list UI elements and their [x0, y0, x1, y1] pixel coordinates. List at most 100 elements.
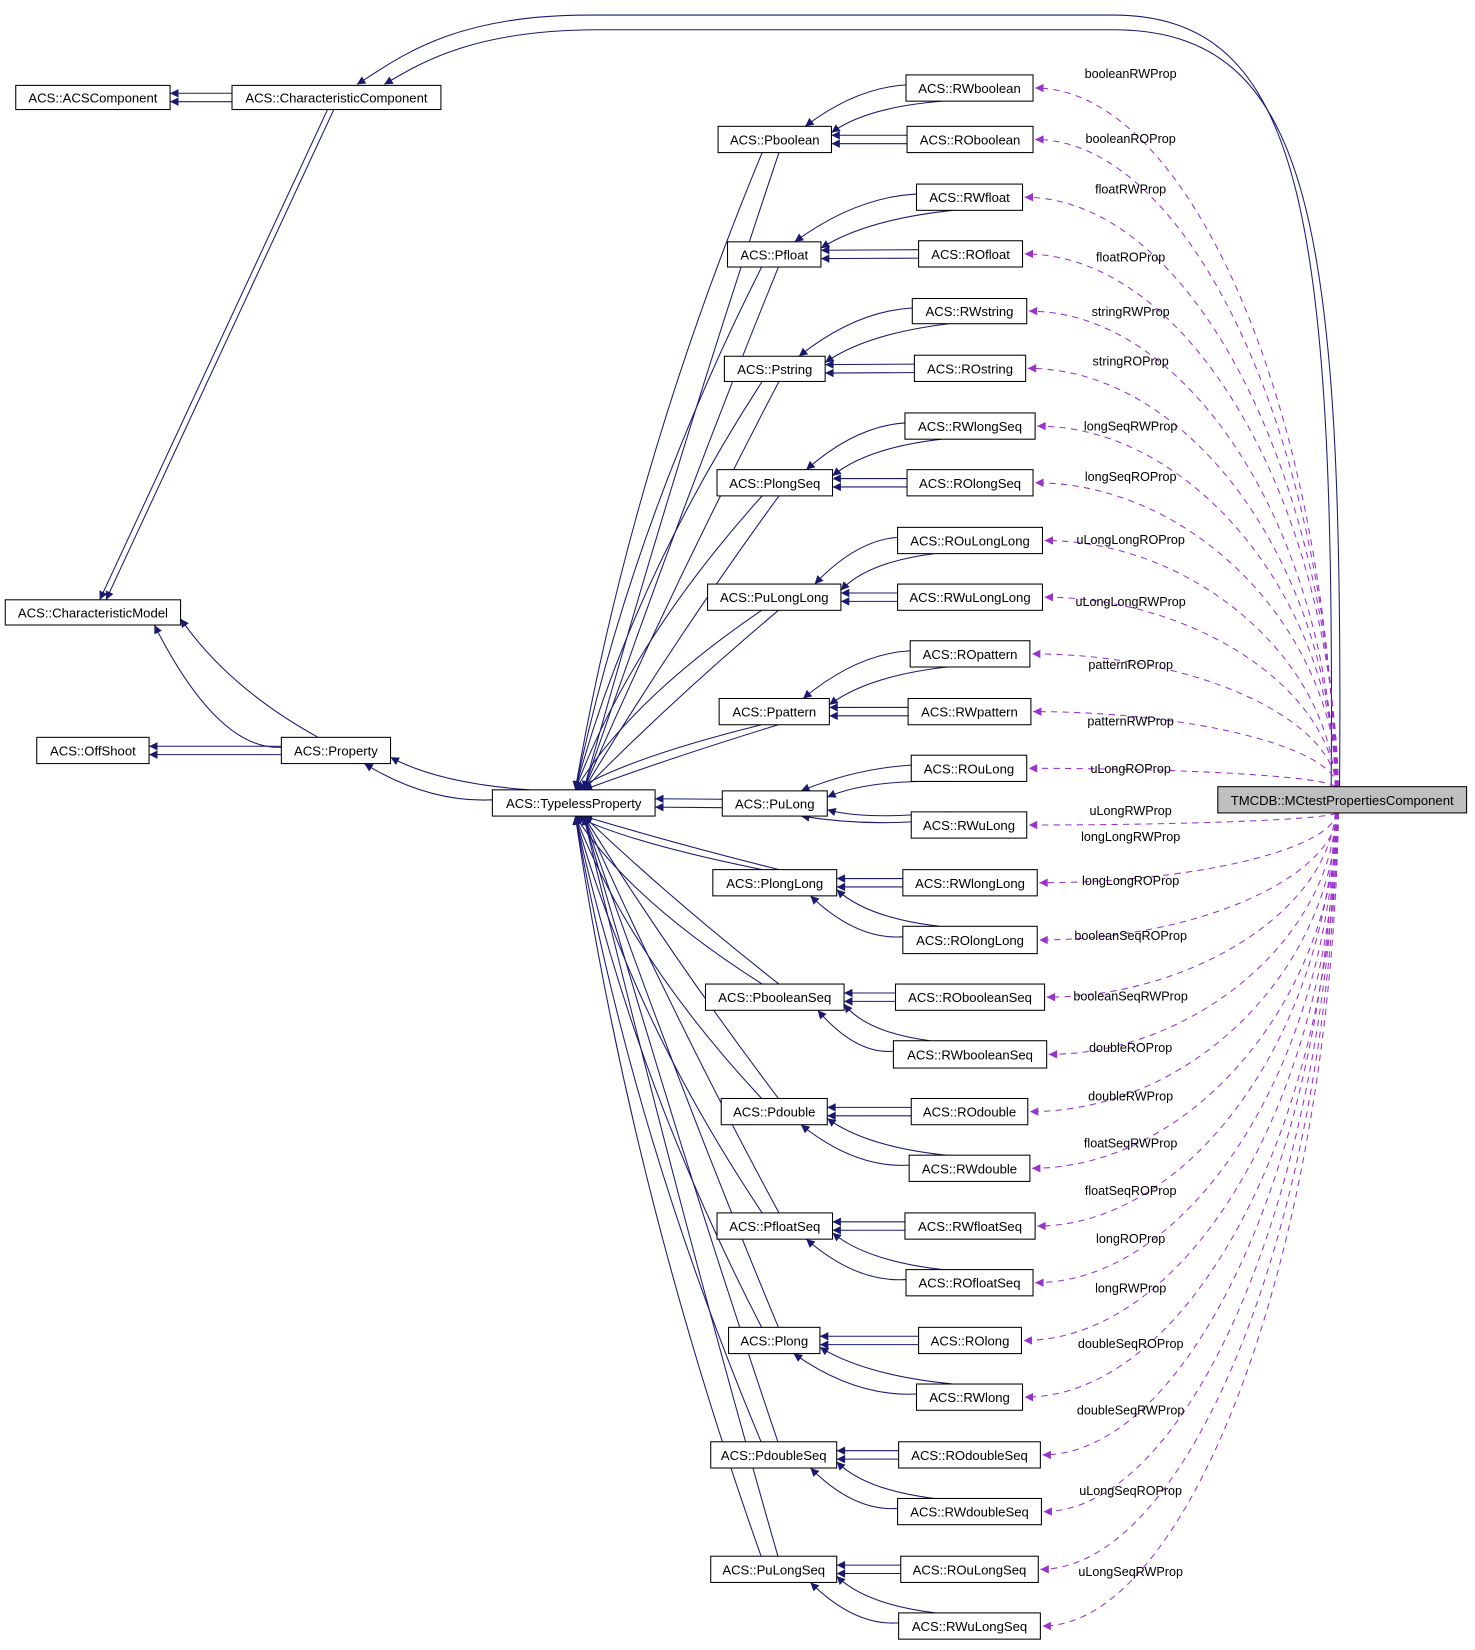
class-node[interactable]: ACS::ROlong: [918, 1326, 1023, 1355]
class-box[interactable]: [910, 754, 1028, 782]
class-box[interactable]: [898, 1441, 1041, 1469]
class-node[interactable]: ACS::Ppattern: [718, 697, 830, 726]
class-box[interactable]: [910, 811, 1028, 839]
class-box[interactable]: [491, 789, 656, 817]
class-node[interactable]: ACS::Pstring: [723, 355, 826, 382]
class-box[interactable]: [707, 583, 842, 611]
class-node[interactable]: ACS::Pboolean: [717, 125, 832, 154]
inheritance-edge: [832, 1232, 943, 1271]
class-box[interactable]: [897, 526, 1043, 555]
class-node[interactable]: ACS::RWfloat: [915, 183, 1024, 211]
class-box[interactable]: [720, 1097, 828, 1126]
class-node[interactable]: ACS::ROfloatSeq: [905, 1269, 1034, 1297]
class-node[interactable]: ACS::TypelessProperty: [491, 789, 656, 817]
class-box[interactable]: [892, 1040, 1048, 1069]
class-node[interactable]: ACS::RWbooleanSeq: [892, 1040, 1048, 1069]
class-box[interactable]: [898, 1612, 1041, 1640]
class-node[interactable]: ACS::ROboolean: [906, 125, 1034, 154]
class-node[interactable]: ACS::OffShoot: [36, 736, 150, 765]
class-node[interactable]: ACS::RWlong: [915, 1383, 1024, 1411]
class-box[interactable]: [897, 583, 1043, 611]
class-node[interactable]: ACS::CharacteristicModel: [4, 599, 182, 626]
class-node[interactable]: ACS::PuLongLong: [707, 583, 842, 611]
class-box[interactable]: [909, 640, 1031, 668]
class-node[interactable]: ACS::ROpattern: [909, 640, 1031, 668]
class-node[interactable]: ACS::RWuLongLong: [897, 583, 1043, 611]
class-node[interactable]: ACS::Plong: [728, 1326, 821, 1355]
class-box[interactable]: [911, 297, 1028, 325]
class-box[interactable]: [723, 355, 826, 382]
class-box[interactable]: [915, 1383, 1024, 1411]
class-node[interactable]: ACS::RWlongSeq: [904, 412, 1036, 440]
class-node[interactable]: ACS::RWdoubleSeq: [897, 1497, 1042, 1526]
class-box[interactable]: [728, 1326, 821, 1355]
class-box[interactable]: [907, 697, 1032, 726]
class-box[interactable]: [727, 241, 822, 268]
class-box[interactable]: [717, 125, 832, 154]
class-node[interactable]: ACS::Pfloat: [727, 241, 822, 268]
class-box[interactable]: [718, 697, 830, 726]
class-box[interactable]: [280, 736, 392, 765]
class-box[interactable]: [36, 736, 150, 765]
class-box[interactable]: [902, 869, 1038, 897]
class-box[interactable]: [905, 74, 1034, 102]
class-box[interactable]: [15, 84, 171, 111]
class-box[interactable]: [897, 1497, 1042, 1526]
class-node[interactable]: ACS::PuLongSeq: [710, 1555, 838, 1583]
class-box[interactable]: [710, 1555, 838, 1583]
class-node[interactable]: ACS::CharacteristicComponent: [231, 84, 442, 111]
usage-edge: [1024, 249, 1340, 787]
class-box[interactable]: [913, 354, 1027, 382]
class-node[interactable]: ACS::ROfloat: [918, 240, 1024, 268]
class-node[interactable]: ACS::PlongSeq: [716, 469, 834, 497]
class-node[interactable]: ACS::RWuLong: [910, 811, 1028, 839]
class-box[interactable]: [915, 183, 1024, 211]
class-node[interactable]: ACS::ROuLongLong: [897, 526, 1043, 555]
class-box[interactable]: [918, 1326, 1023, 1355]
class-node[interactable]: ACS::ROlongLong: [902, 925, 1038, 955]
class-node[interactable]: ACS::RWlongLong: [902, 869, 1038, 897]
class-box[interactable]: [902, 925, 1038, 955]
class-box[interactable]: [716, 469, 834, 497]
class-node[interactable]: ACS::ROdoubleSeq: [898, 1441, 1041, 1469]
class-node[interactable]: ACS::RWfloatSeq: [904, 1212, 1036, 1240]
target-class-node[interactable]: TMCDB::MCtestPropertiesComponent: [1217, 786, 1468, 814]
class-box[interactable]: [910, 1097, 1029, 1126]
class-box[interactable]: [1217, 786, 1468, 814]
class-node[interactable]: ACS::ROstring: [913, 354, 1027, 382]
class-box[interactable]: [712, 869, 838, 897]
class-box[interactable]: [904, 412, 1036, 440]
class-box[interactable]: [905, 1269, 1034, 1297]
class-box[interactable]: [716, 1212, 834, 1240]
class-box[interactable]: [906, 125, 1034, 154]
class-node[interactable]: ACS::RWboolean: [905, 74, 1034, 102]
class-node[interactable]: ACS::PfloatSeq: [716, 1212, 834, 1240]
class-box[interactable]: [710, 1441, 838, 1469]
class-node[interactable]: ACS::RWdouble: [908, 1154, 1031, 1182]
class-box[interactable]: [906, 469, 1034, 497]
class-box[interactable]: [721, 790, 828, 817]
class-node[interactable]: ACS::Property: [280, 736, 392, 765]
class-node[interactable]: ACS::ROuLongSeq: [900, 1555, 1039, 1583]
class-node[interactable]: ACS::PbooleanSeq: [704, 983, 845, 1011]
class-node[interactable]: ACS::RObooleanSeq: [894, 983, 1046, 1011]
class-box[interactable]: [900, 1555, 1039, 1583]
class-node[interactable]: ACS::PuLong: [721, 790, 828, 817]
class-node[interactable]: ACS::Pdouble: [720, 1097, 828, 1126]
class-node[interactable]: ACS::RWpattern: [907, 697, 1032, 726]
class-node[interactable]: ACS::ACSComponent: [15, 84, 171, 111]
class-box[interactable]: [704, 983, 845, 1011]
class-node[interactable]: ACS::RWuLongSeq: [898, 1612, 1041, 1640]
class-box[interactable]: [894, 983, 1046, 1011]
class-node[interactable]: ACS::PdoubleSeq: [710, 1441, 838, 1469]
class-node[interactable]: ACS::ROuLong: [910, 754, 1028, 782]
class-box[interactable]: [231, 84, 442, 111]
class-node[interactable]: ACS::ROlongSeq: [906, 469, 1034, 497]
class-node[interactable]: ACS::PlongLong: [712, 869, 838, 897]
class-box[interactable]: [918, 240, 1024, 268]
class-node[interactable]: ACS::RWstring: [911, 297, 1028, 325]
class-box[interactable]: [904, 1212, 1036, 1240]
class-node[interactable]: ACS::ROdouble: [910, 1097, 1029, 1126]
class-box[interactable]: [908, 1154, 1031, 1182]
class-box[interactable]: [4, 599, 182, 626]
